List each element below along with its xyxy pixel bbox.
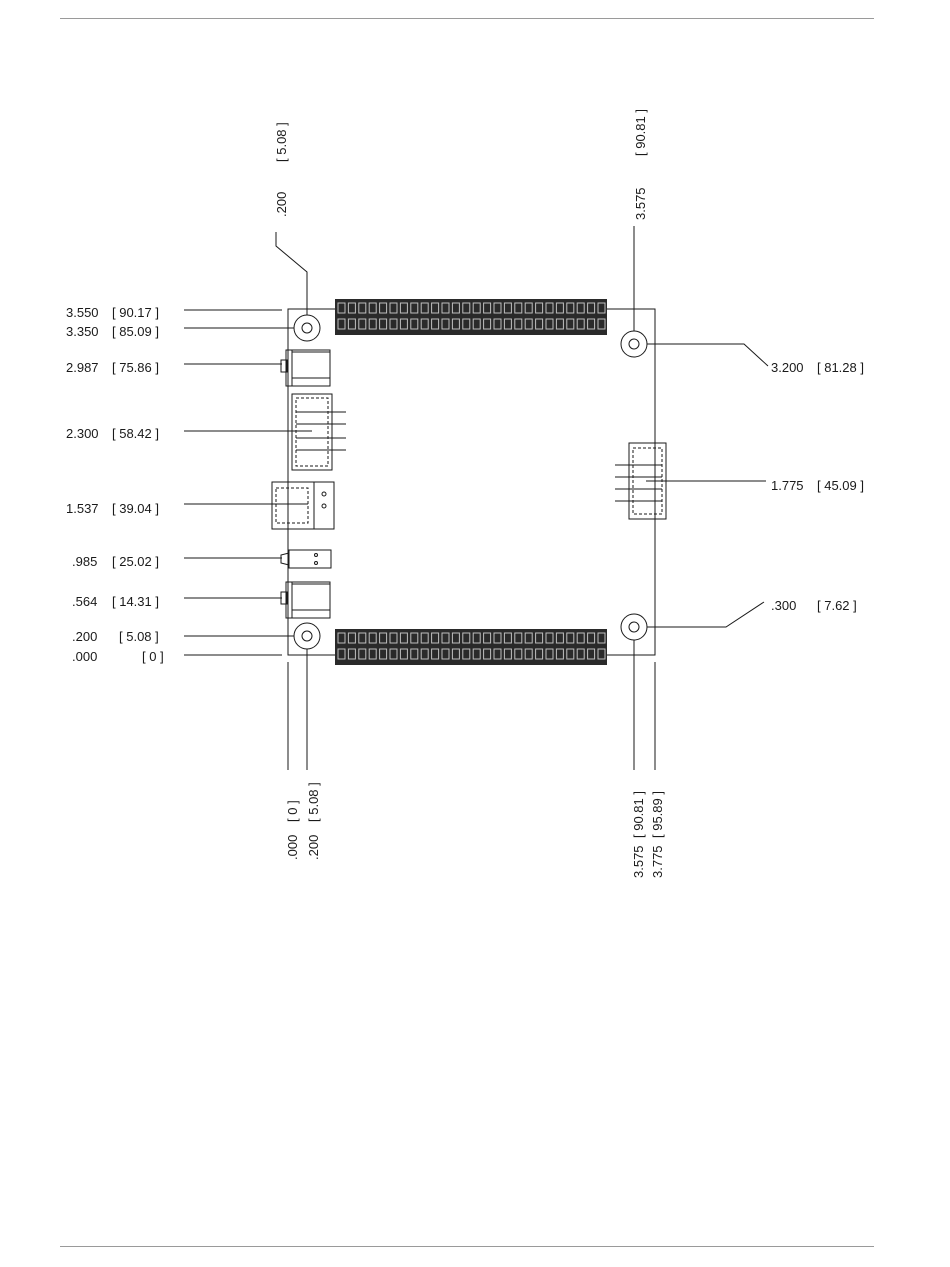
bottom-dimension-labels: .000 [ 0 ] .200 [ 5.08 ] 3.575 [ 90.81 ]… <box>285 782 665 878</box>
dim-value: 2.987 <box>66 360 99 375</box>
dim-value: .564 <box>72 594 97 609</box>
connector-1-537 <box>272 482 334 529</box>
dim-mm: [ 85.09 ] <box>112 324 159 339</box>
dim-value: 1.537 <box>66 501 99 516</box>
board-outline <box>288 309 655 655</box>
dim-value: .200 <box>274 192 289 217</box>
top-dimension-labels: .200 [ 5.08 ] 3.575 [ 90.81 ] <box>274 109 648 220</box>
dim-value: 3.350 <box>66 324 99 339</box>
dim-value: .200 <box>72 629 97 644</box>
dim-mm: [ 58.42 ] <box>112 426 159 441</box>
dim-mm: [ 7.62 ] <box>817 598 857 613</box>
dim-value: 3.575 <box>633 187 648 220</box>
dim-mm: [ 90.81 ] <box>633 109 648 156</box>
led-0-985 <box>281 550 331 568</box>
dim-mm: [ 90.81 ] <box>631 791 646 838</box>
dim-value: 3.775 <box>650 845 665 878</box>
dim-mm: [ 5.08 ] <box>119 629 159 644</box>
left-dimension-labels: 3.550 [ 90.17 ] 3.350 [ 85.09 ] 2.987 [ … <box>66 305 164 664</box>
pin-header-bottom <box>335 629 607 665</box>
dim-mm: [ 90.17 ] <box>112 305 159 320</box>
pin-header-top <box>335 299 607 335</box>
dim-value: 3.575 <box>631 845 646 878</box>
mounting-hole-top-right <box>621 331 647 357</box>
dim-mm: [ 45.09 ] <box>817 478 864 493</box>
mounting-hole-bottom-left <box>294 623 320 649</box>
dim-value: .000 <box>72 649 97 664</box>
mounting-hole-bottom-right <box>621 614 647 640</box>
mounting-hole-top-left <box>294 315 320 341</box>
dim-value: .200 <box>306 835 321 860</box>
right-dimension-labels: 3.200 [ 81.28 ] 1.775 [ 45.09 ] .300 [ 7… <box>771 360 864 613</box>
dim-value: .300 <box>771 598 796 613</box>
dim-mm: [ 81.28 ] <box>817 360 864 375</box>
dim-mm: [ 0 ] <box>142 649 164 664</box>
dim-value: 2.300 <box>66 426 99 441</box>
dim-value: .000 <box>285 835 300 860</box>
dim-value: .985 <box>72 554 97 569</box>
dim-value: 3.200 <box>771 360 804 375</box>
dim-value: 3.550 <box>66 305 99 320</box>
dim-mm: [ 0 ] <box>285 800 300 822</box>
dim-mm: [ 14.31 ] <box>112 594 159 609</box>
dim-mm: [ 5.08 ] <box>274 122 289 162</box>
dim-mm: [ 39.04 ] <box>112 501 159 516</box>
dim-mm: [ 95.89 ] <box>650 791 665 838</box>
dim-value: 1.775 <box>771 478 804 493</box>
dim-mm: [ 5.08 ] <box>306 782 321 822</box>
connector-2-300 <box>292 394 346 470</box>
dim-mm: [ 25.02 ] <box>112 554 159 569</box>
dim-mm: [ 75.86 ] <box>112 360 159 375</box>
